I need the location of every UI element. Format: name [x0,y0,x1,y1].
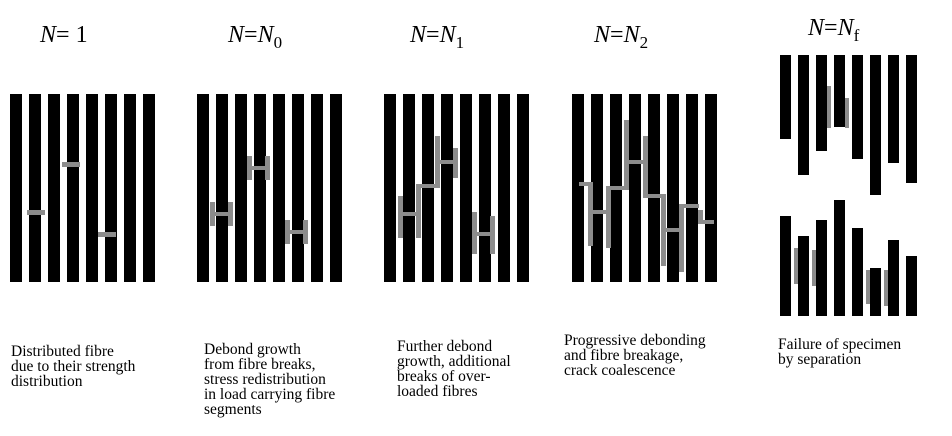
fibre-panel-5-upper [780,55,917,195]
fibre-panel-4 [572,94,717,282]
caption-stage-2: Debond growth from fibre breaks, stress … [204,341,336,418]
stage-label-1: N= 1 [39,22,88,48]
fibre-panel-1 [10,94,155,282]
fibre-panel-3 [384,94,529,282]
stage-label-5: N=Nf [807,15,860,45]
fibre-panel-5-lower [780,200,917,316]
caption-stage-3: Further debond growth, additional breaks… [397,338,511,400]
caption-stage-1: Distributed fibre due to their strength … [11,343,136,390]
stage-label-3: N=N1 [409,22,464,52]
fibre-panel-2 [197,94,342,282]
stage-label-4: N=N2 [593,22,648,52]
caption-stage-5: Failure of specimen by separation [778,336,902,368]
caption-stage-4: Progressive debonding and fibre breakage… [564,332,706,379]
stage-label-2: N=N0 [227,22,282,52]
